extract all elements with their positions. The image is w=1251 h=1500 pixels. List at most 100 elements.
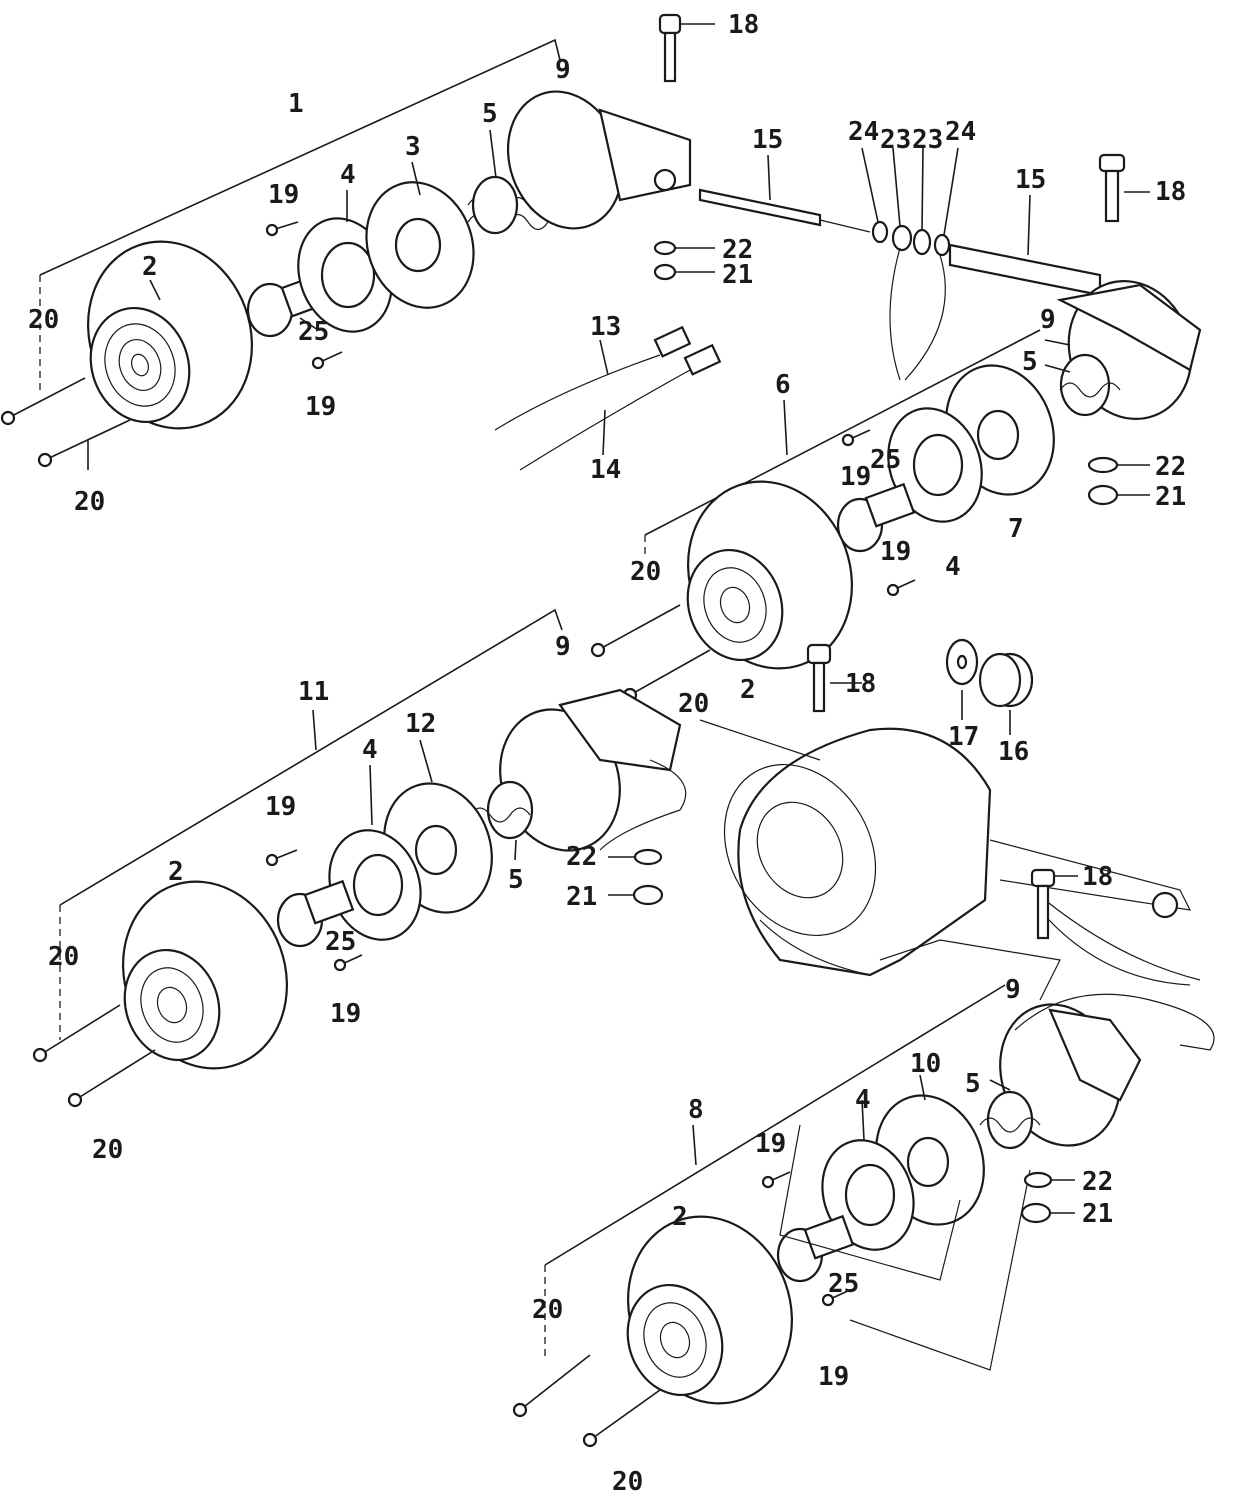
washer-17 [945, 638, 979, 720]
callout-21: 21 [722, 260, 753, 290]
callout-4: 4 [340, 160, 356, 190]
callout-18: 18 [845, 669, 876, 699]
assembly-1-bracket [39, 38, 561, 276]
callout-24: 24 [848, 117, 879, 147]
lens-2a [87, 240, 253, 430]
callout-18: 18 [728, 10, 759, 40]
callout-19: 19 [840, 462, 871, 492]
bolt-18a [658, 13, 715, 83]
stay-rod-15b [948, 194, 1102, 297]
callout-20: 20 [532, 1295, 563, 1325]
bolt-18d [1030, 868, 1078, 940]
callout-4: 4 [362, 735, 378, 765]
assembly-8 [512, 984, 1215, 1448]
callout-13: 13 [590, 312, 621, 342]
callout-17: 17 [948, 722, 979, 752]
callout-19: 19 [268, 180, 299, 210]
bolt-18b [1098, 153, 1150, 223]
nut-22c [608, 848, 663, 866]
callout-8: 8 [688, 1095, 704, 1125]
callout-19: 19 [330, 999, 361, 1029]
callout-20: 20 [92, 1135, 123, 1165]
callout-20: 20 [48, 942, 79, 972]
callout-22: 22 [722, 235, 753, 265]
callout-21: 21 [1155, 482, 1186, 512]
callout-22: 22 [1082, 1167, 1113, 1197]
callout-20: 20 [74, 487, 105, 517]
callout-19: 19 [265, 792, 296, 822]
callout-3: 3 [405, 132, 421, 162]
callout-15: 15 [752, 125, 783, 155]
callout-14: 14 [590, 455, 621, 485]
screw-19a [265, 221, 299, 237]
nut-21c [608, 884, 664, 906]
callout-23: 23 [912, 125, 943, 155]
callout-15: 15 [1015, 165, 1046, 195]
grommet-16 [978, 652, 1034, 735]
callout-25: 25 [298, 317, 329, 347]
callout-16: 16 [998, 737, 1029, 767]
callout-23: 23 [880, 125, 911, 155]
callout-18: 18 [1082, 862, 1113, 892]
callout-20: 20 [678, 689, 709, 719]
callout-6: 6 [775, 370, 791, 400]
callout-22: 22 [566, 842, 597, 872]
nut-22b [1087, 456, 1150, 474]
callout-12: 12 [405, 709, 436, 739]
callout-19: 19 [305, 392, 336, 422]
callout-1: 1 [288, 89, 304, 119]
nut-22a [653, 240, 715, 256]
callout-9: 9 [555, 632, 571, 662]
callout-19: 19 [755, 1129, 786, 1159]
stay-rod-15a [698, 154, 871, 233]
assembly-11-bracket [59, 608, 563, 906]
callout-4: 4 [945, 552, 961, 582]
callout-25: 25 [325, 927, 356, 957]
callout-25: 25 [828, 1269, 859, 1299]
callout-9: 9 [1005, 975, 1021, 1005]
callout-4: 4 [855, 1085, 871, 1115]
headlight-body [699, 719, 1201, 1001]
screw-20b [37, 419, 131, 468]
callout-labels: 18 1 9 15 24 23 23 24 15 18 5 3 4 19 22 … [28, 10, 1186, 1497]
callout-20: 20 [612, 1467, 643, 1497]
nut-21a [653, 263, 715, 281]
washers-23-24 [861, 147, 959, 381]
assembly-1 [0, 38, 692, 470]
callout-21: 21 [1082, 1199, 1113, 1229]
callout-11: 11 [298, 677, 329, 707]
callout-2: 2 [142, 252, 158, 282]
screw-20a [0, 377, 86, 426]
callout-24: 24 [945, 117, 976, 147]
base-plate-3 [365, 181, 475, 309]
wire-harness-13-14 [494, 325, 722, 471]
screw-19b [311, 351, 343, 370]
callout-19: 19 [880, 537, 911, 567]
callout-10: 10 [910, 1049, 941, 1079]
housing-9a [506, 90, 692, 230]
callout-7: 7 [1008, 514, 1024, 544]
callout-22: 22 [1155, 452, 1186, 482]
callout-21: 21 [566, 882, 597, 912]
callout-5: 5 [1022, 347, 1038, 377]
assembly-8-bracket [544, 984, 1006, 1266]
callout-5: 5 [965, 1069, 981, 1099]
callout-19: 19 [818, 1362, 849, 1392]
callout-5: 5 [482, 99, 498, 129]
callout-20: 20 [28, 305, 59, 335]
nut-22d [1023, 1171, 1075, 1189]
callout-5: 5 [508, 865, 524, 895]
bolt-18c [806, 643, 862, 713]
callout-9: 9 [555, 55, 571, 85]
callout-25: 25 [870, 445, 901, 475]
callout-2: 2 [740, 675, 756, 705]
nut-21d [1020, 1202, 1075, 1224]
nut-21b [1087, 484, 1150, 506]
assembly-6-bracket [644, 329, 1041, 536]
callout-18: 18 [1155, 177, 1186, 207]
assembly-6 [590, 279, 1202, 703]
assembly-11 [32, 608, 687, 1108]
callout-20: 20 [630, 557, 661, 587]
